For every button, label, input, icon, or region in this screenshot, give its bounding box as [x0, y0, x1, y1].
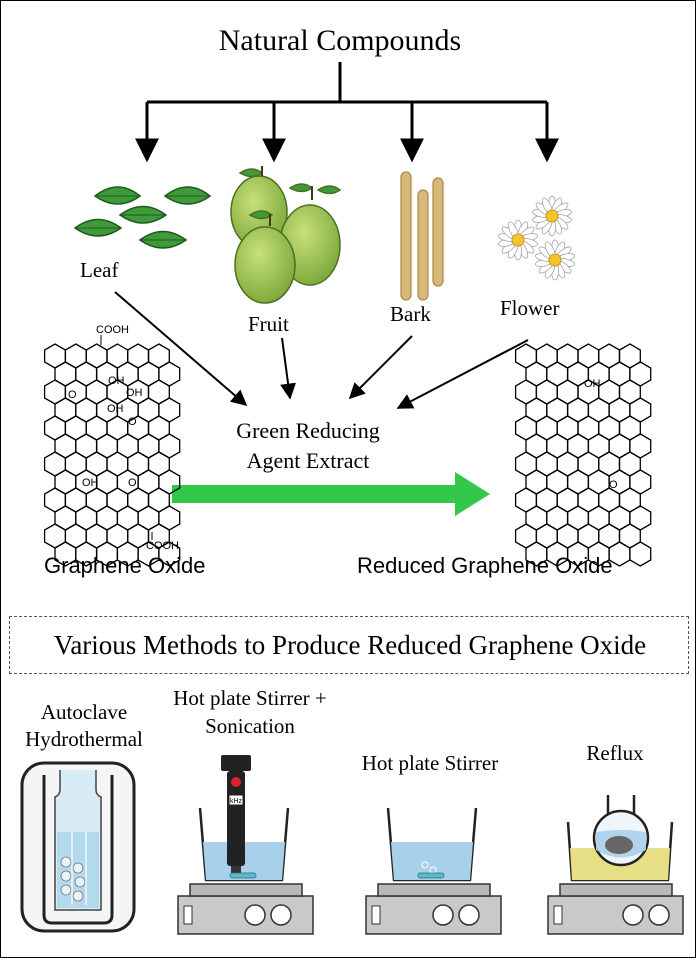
go-group-cooh-bottom: COOH — [146, 540, 179, 552]
flower-center — [545, 209, 559, 223]
lattice-ring — [158, 541, 181, 567]
go-group-o-2: O — [128, 416, 137, 428]
agent-label-line2: Agent Extract — [246, 448, 370, 473]
sonicator-display-label: kHz — [230, 798, 243, 805]
go-group-oh-2: OH — [126, 387, 143, 399]
go-group-o-1: O — [68, 389, 77, 401]
flower-head — [498, 219, 538, 261]
rgo-group-o: O — [609, 479, 618, 491]
fruit-illustration — [230, 166, 342, 304]
reflux-illustration — [547, 795, 684, 935]
leaf-illustration — [73, 186, 212, 249]
method-autoclave-line2: Hydrothermal — [25, 727, 143, 751]
flower-center — [548, 253, 562, 267]
source-label-flower: Flower — [500, 296, 560, 320]
source-label-leaf: Leaf — [80, 258, 119, 282]
lattice-ring — [629, 541, 652, 567]
reduced-graphene-oxide-lattice — [514, 343, 652, 567]
go-group-o-3: O — [128, 477, 137, 489]
source-to-agent-arrows — [114, 291, 529, 409]
method-reflux-line1: Reflux — [586, 741, 644, 765]
autoclave-illustration — [20, 761, 136, 933]
methods-title: Various Methods to Produce Reduced Graph… — [53, 630, 647, 660]
page-title: Natural Compounds — [218, 24, 462, 57]
graphene-oxide-groups: COOH OH O OH OH O OH O COOH — [68, 324, 179, 552]
rgo-group-oh: OH — [584, 378, 601, 390]
flower-head — [535, 239, 575, 281]
title-tree-connector — [135, 62, 559, 163]
flower-center — [511, 233, 525, 247]
reduction-arrow — [172, 472, 490, 516]
agent-label-line1: Green Reducing — [236, 418, 380, 443]
method-hotplate-sonication-line2: Sonication — [205, 714, 295, 738]
hotplate-illustration — [365, 807, 502, 935]
source-label-bark: Bark — [390, 302, 431, 326]
method-autoclave-line1: Autoclave — [40, 700, 128, 724]
reduced-graphene-oxide-groups: OH O — [584, 378, 618, 491]
graphene-oxide-lattice — [43, 343, 181, 567]
source-label-fruit: Fruit — [248, 312, 289, 336]
go-group-oh-4: OH — [82, 477, 99, 489]
reduced-graphene-oxide-label: Reduced Graphene Oxide — [357, 553, 613, 578]
go-group-oh-3: OH — [107, 403, 124, 415]
graphene-oxide-label: Graphene Oxide — [44, 553, 206, 578]
go-group-cooh-top: COOH — [96, 324, 129, 336]
hotplate-sonication-illustration — [177, 755, 314, 935]
methods-title-box: Various Methods to Produce Reduced Graph… — [9, 616, 689, 674]
flower-head — [532, 195, 572, 237]
bark-illustration — [400, 171, 444, 301]
method-hotplate-line1: Hot plate Stirrer — [361, 751, 499, 775]
method-hotplate-sonication-line1: Hot plate Stirrer + — [173, 686, 327, 710]
go-group-oh-1: OH — [108, 375, 125, 387]
flower-illustration — [498, 195, 575, 281]
